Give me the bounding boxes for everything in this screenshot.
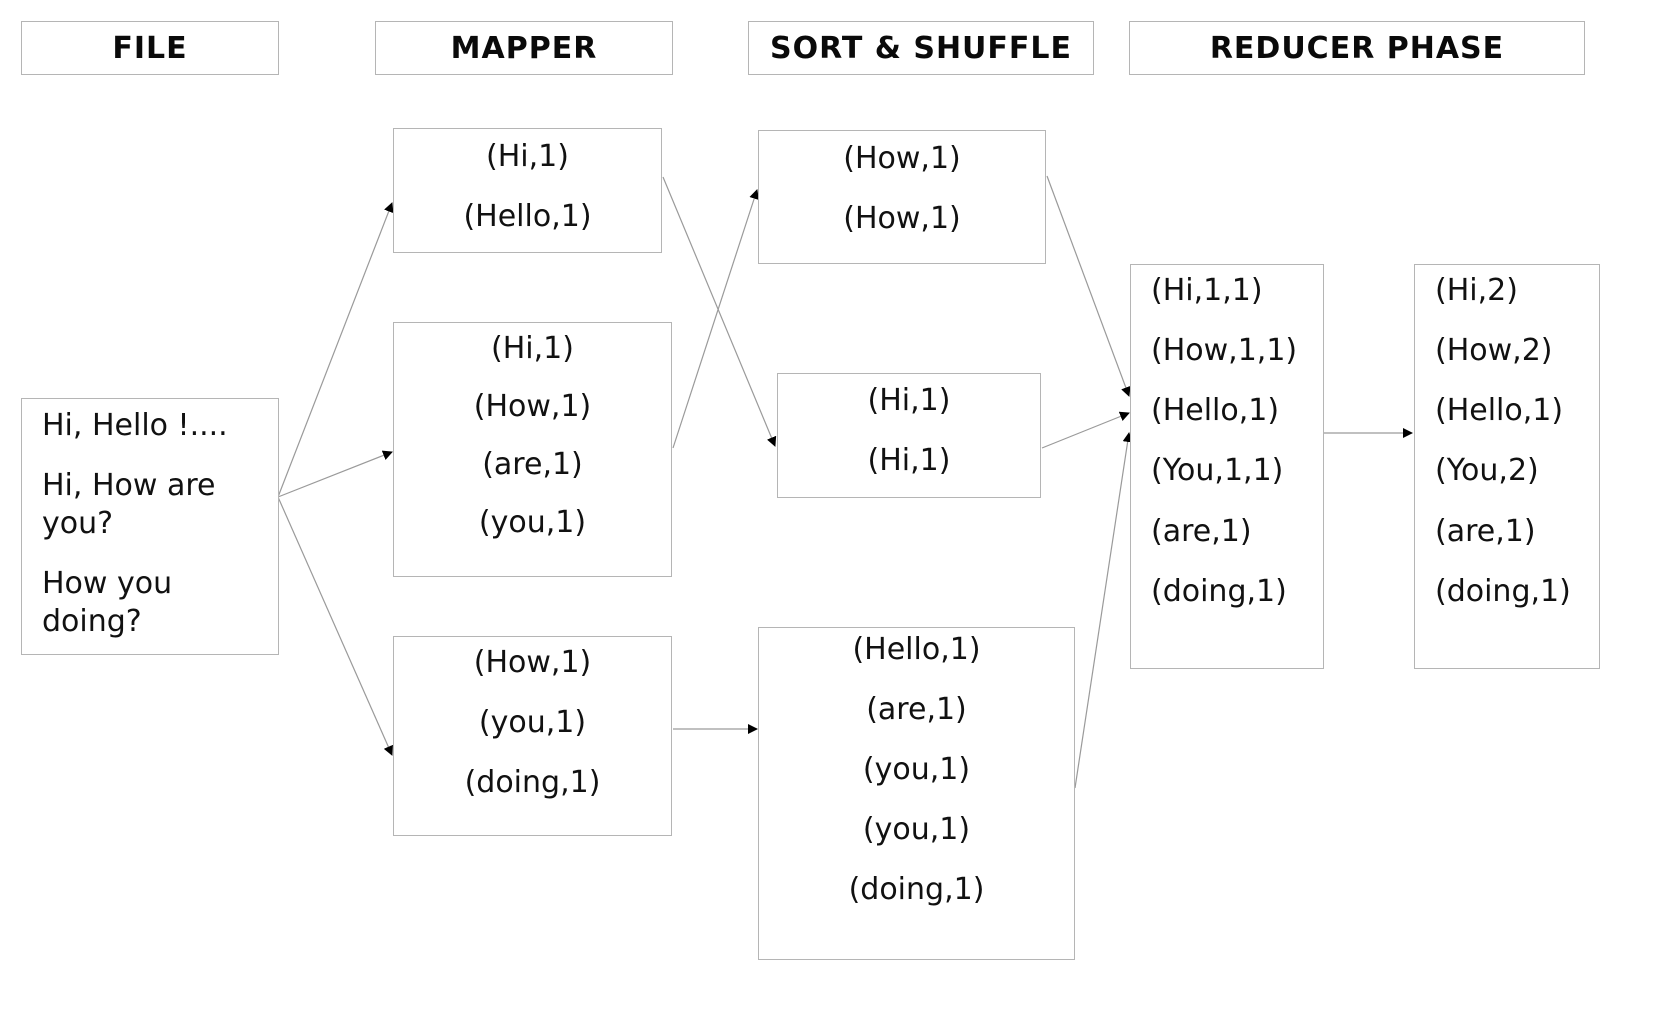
list-item: (Hi,1) <box>867 383 951 418</box>
list-item: (doing,1) <box>464 765 601 800</box>
list-item: (are,1) <box>1435 514 1536 549</box>
list-item: (Hello,1) <box>1151 393 1280 428</box>
header-reducer-phase: REDUCER PHASE <box>1129 21 1585 75</box>
list-item: (You,1,1) <box>1151 453 1284 488</box>
list-item: (Hello,1) <box>463 199 592 234</box>
list-item: (Hi,1) <box>486 139 569 174</box>
arrow-mapper2-to-shuffle1 <box>672 189 759 449</box>
arrow-shuffle3-to-reducer <box>1074 432 1133 789</box>
list-item: (How,1,1) <box>1151 333 1298 368</box>
list-item: (doing,1) <box>1435 574 1571 609</box>
mapper-box-2: (Hi,1) (How,1) (are,1) (you,1) <box>393 322 672 577</box>
arrow-shuffle2-to-reducer <box>1041 411 1130 449</box>
file-box: Hi, Hello !.... Hi, How are you? How you… <box>21 398 279 655</box>
mapper-box-1: (Hi,1) (Hello,1) <box>393 128 662 253</box>
list-item: (You,2) <box>1435 453 1539 488</box>
header-file: FILE <box>21 21 279 75</box>
list-item: (are,1) <box>482 447 583 482</box>
arrow-file-to-mapper3 <box>277 496 393 756</box>
list-item: (How,2) <box>1435 333 1553 368</box>
reducer-grouped-box: (Hi,1,1) (How,1,1) (Hello,1) (You,1,1) (… <box>1130 264 1324 669</box>
mapper-box-3: (How,1) (you,1) (doing,1) <box>393 636 672 836</box>
list-item: (Hi,1) <box>867 443 951 478</box>
arrow-file-to-mapper2 <box>277 450 393 498</box>
list-item: (you,1) <box>478 505 587 540</box>
list-item: (you,1) <box>478 705 587 740</box>
list-item: (How,1) <box>843 141 961 176</box>
list-item: (you,1) <box>862 812 971 847</box>
list-item: (doing,1) <box>848 872 985 907</box>
header-sort-shuffle: SORT & SHUFFLE <box>748 21 1094 75</box>
list-item: (you,1) <box>862 752 971 787</box>
list-item: (How,1) <box>473 645 592 680</box>
arrow-file-to-mapper1 <box>277 202 394 498</box>
file-line-1: Hi, Hello !.... <box>42 408 228 443</box>
list-item: (Hi,2) <box>1435 273 1518 308</box>
list-item: (doing,1) <box>1151 574 1287 609</box>
header-mapper: MAPPER <box>375 21 673 75</box>
arrow-mapper1-to-shuffle2 <box>662 176 777 447</box>
reducer-final-box: (Hi,2) (How,2) (Hello,1) (You,2) (are,1)… <box>1414 264 1600 669</box>
shuffle-box-1: (How,1) (How,1) <box>758 130 1046 264</box>
shuffle-box-2: (Hi,1) (Hi,1) <box>777 373 1041 498</box>
list-item: (Hello,1) <box>1435 393 1564 428</box>
shuffle-box-3: (Hello,1) (are,1) (you,1) (you,1) (doing… <box>758 627 1075 960</box>
file-line-3: How you doing? <box>42 566 173 639</box>
list-item: (Hi,1,1) <box>1151 273 1263 308</box>
arrow-shuffle1-to-reducer <box>1046 175 1131 397</box>
list-item: (How,1) <box>843 201 961 236</box>
list-item: (are,1) <box>866 692 967 727</box>
list-item: (are,1) <box>1151 514 1252 549</box>
list-item: (How,1) <box>473 389 592 424</box>
list-item: (Hi,1) <box>491 331 574 366</box>
file-line-2: Hi, How are you? <box>42 468 216 541</box>
list-item: (Hello,1) <box>852 632 981 667</box>
